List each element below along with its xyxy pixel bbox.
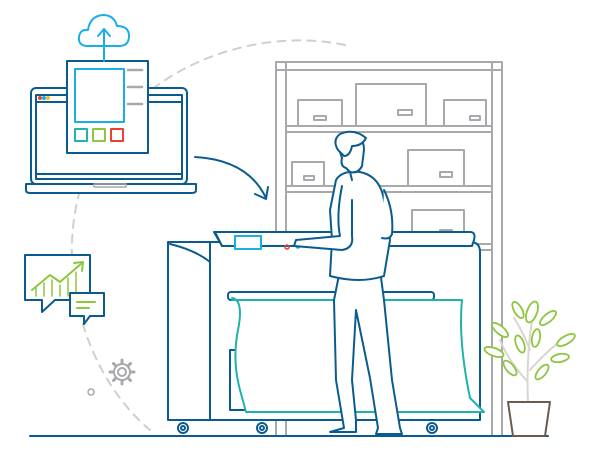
arrow-icon [194, 156, 269, 200]
printed-media [231, 297, 485, 413]
plant-icon [483, 300, 576, 437]
plant-pot [507, 401, 551, 437]
chart-chat-icon [24, 254, 105, 325]
printer-touchscreen [234, 235, 262, 250]
gear-icon [108, 358, 136, 386]
cloud-upload-icon [77, 14, 130, 62]
dot-decoration [87, 388, 95, 396]
person-icon [293, 130, 403, 435]
document-icon [66, 60, 149, 154]
